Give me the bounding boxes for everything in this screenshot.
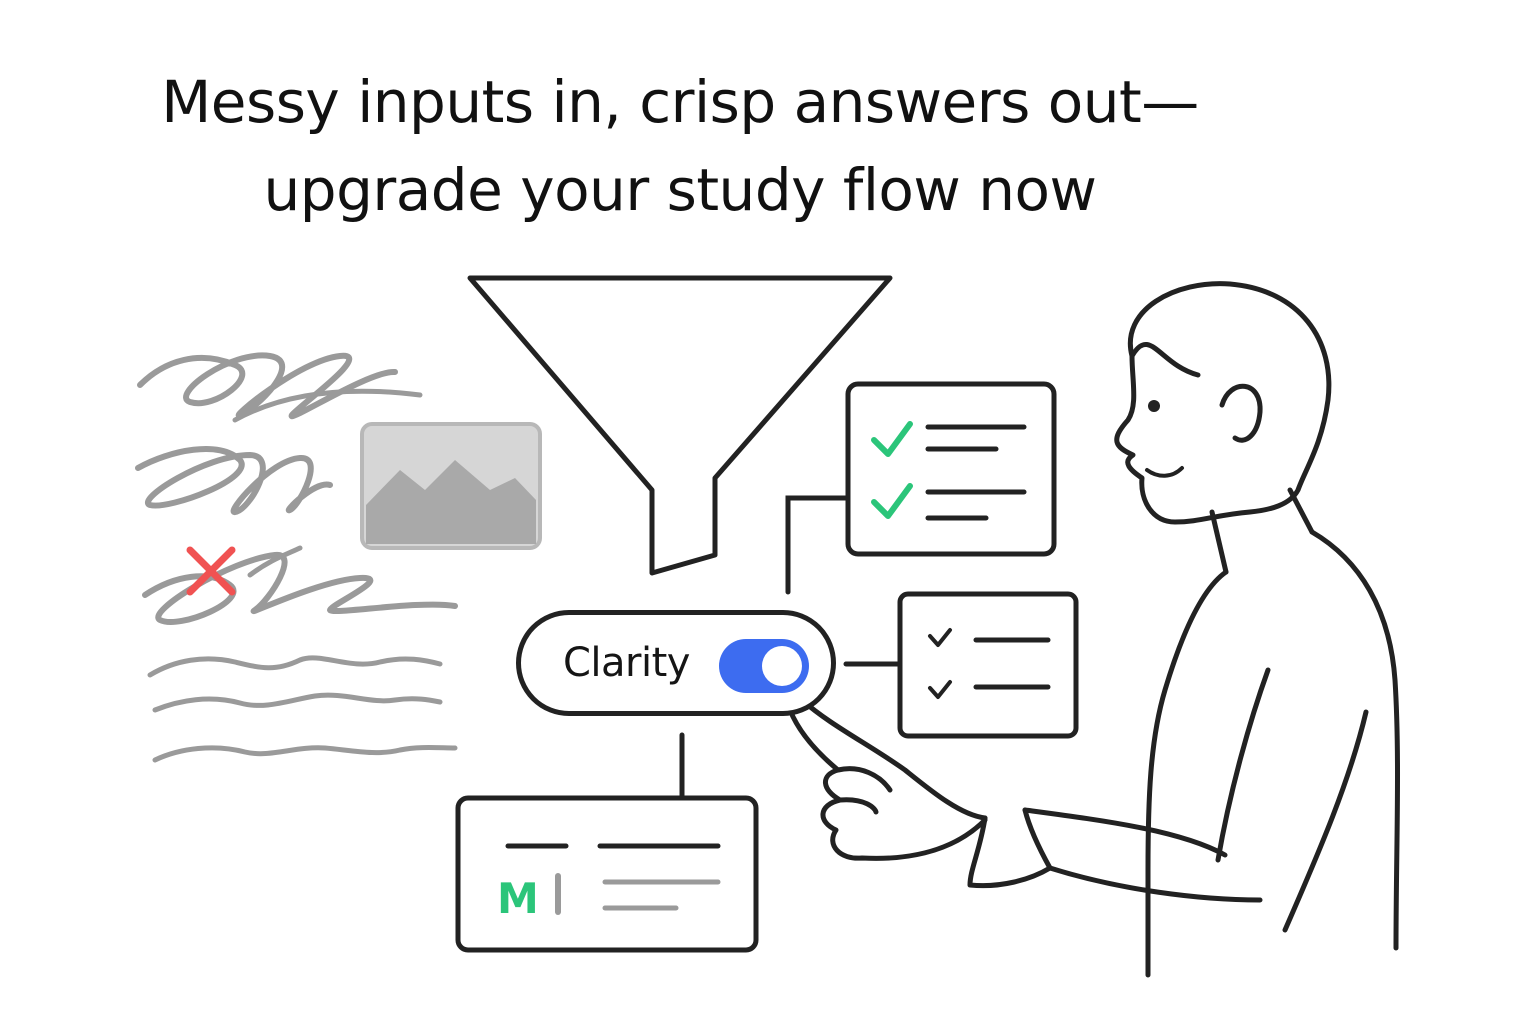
clarity-toggle-pill[interactable]: Clarity	[516, 610, 836, 716]
notes-card	[455, 795, 759, 953]
clarity-label: Clarity	[563, 640, 690, 686]
clarity-toggle-switch[interactable]	[719, 639, 809, 693]
funnel-icon	[467, 275, 893, 576]
messy-scribbles	[135, 352, 458, 763]
person-smile	[1145, 466, 1184, 478]
check-icon	[871, 483, 913, 519]
headline: Messy inputs in, crisp answers out— upgr…	[0, 58, 1360, 234]
image-placeholder-icon	[360, 422, 542, 550]
connector-lines	[679, 495, 905, 803]
checklist-card	[845, 381, 1057, 557]
headline-line-2: upgrade your study flow now	[263, 156, 1097, 224]
cross-icon	[186, 546, 236, 596]
person-eye	[1148, 400, 1160, 412]
headline-line-1: Messy inputs in, crisp answers out—	[161, 68, 1199, 136]
small-checklist-card	[897, 591, 1079, 739]
m-badge-icon: M	[497, 874, 539, 923]
toggle-knob	[762, 646, 802, 686]
check-icon	[871, 421, 913, 457]
